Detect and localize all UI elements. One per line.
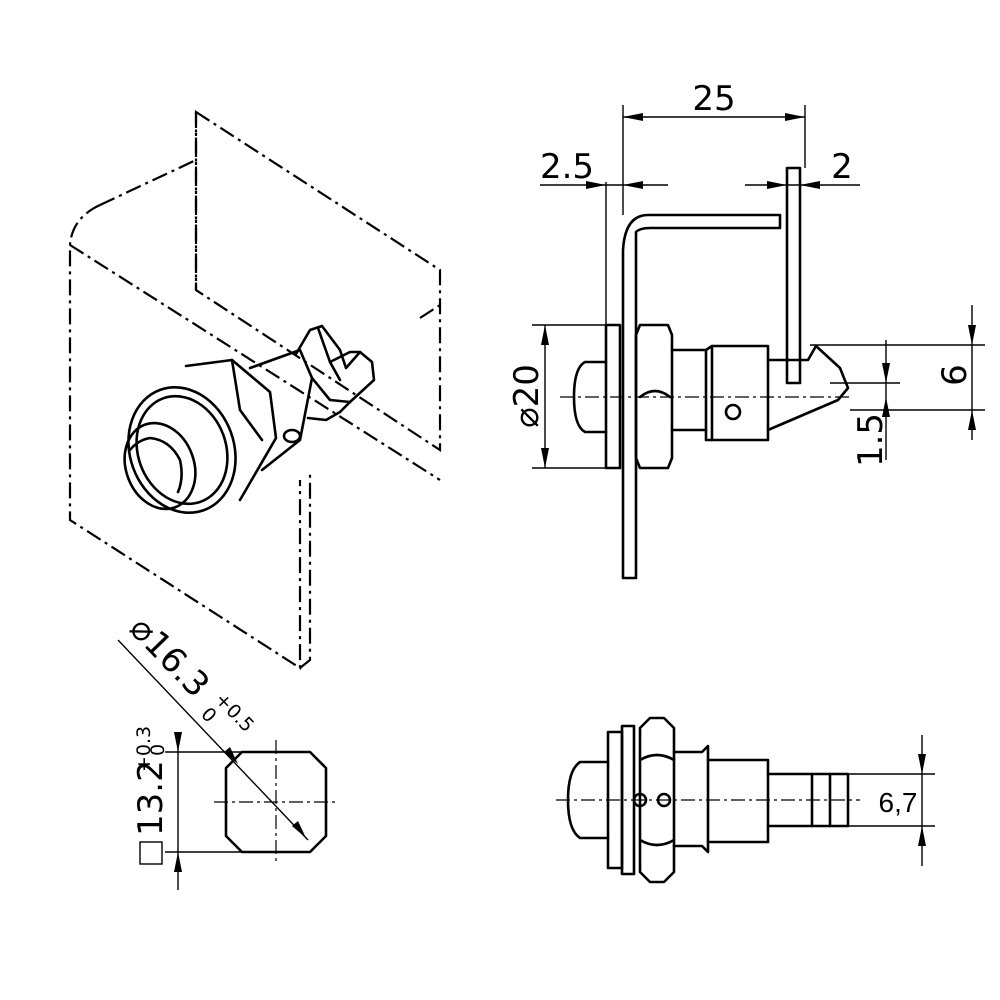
latch-bolt [766,344,850,432]
dim-shaft-flat: 6,7 [879,787,918,818]
hex-nut-bottom [638,716,676,884]
dim-tongue-height: 6 [935,364,975,386]
dim-cutout-round-tol-lower: 0 [196,703,220,727]
cam-tongue [785,166,802,385]
dim-cutout-square-tol-lower: 0 [147,744,169,756]
cutout-view: ⌀16.3 +0.5 0 13.2 +0.3 0 [117,608,338,890]
bottom-view [556,716,860,884]
square-symbol [139,841,163,865]
dim-cutout-square: 13.2 [131,760,171,836]
phantom-panel [68,109,442,671]
side-view-dimensions: 25 2.5 2 ⌀20 6 1.5 [507,79,985,469]
dim-panel-offset: 2.5 [540,147,594,187]
isometric-view [68,109,442,671]
dim-cutout-square-tol-upper: +0.3 [133,726,155,772]
cutout-profile [224,750,328,854]
dim-cutout-round: ⌀16.3 [122,608,218,705]
hex-nut [634,323,674,470]
dim-tongue-offset: 1.5 [851,413,891,467]
dim-tongue-thickness: 2 [831,147,853,187]
side-view [560,166,850,580]
dim-overall-length: 25 [692,79,735,119]
dim-body-diameter: ⌀20 [507,364,547,428]
lock-body-isometric [123,324,376,515]
panel-plate [621,213,782,580]
bottom-view-dimensions: 6,7 [848,735,935,866]
